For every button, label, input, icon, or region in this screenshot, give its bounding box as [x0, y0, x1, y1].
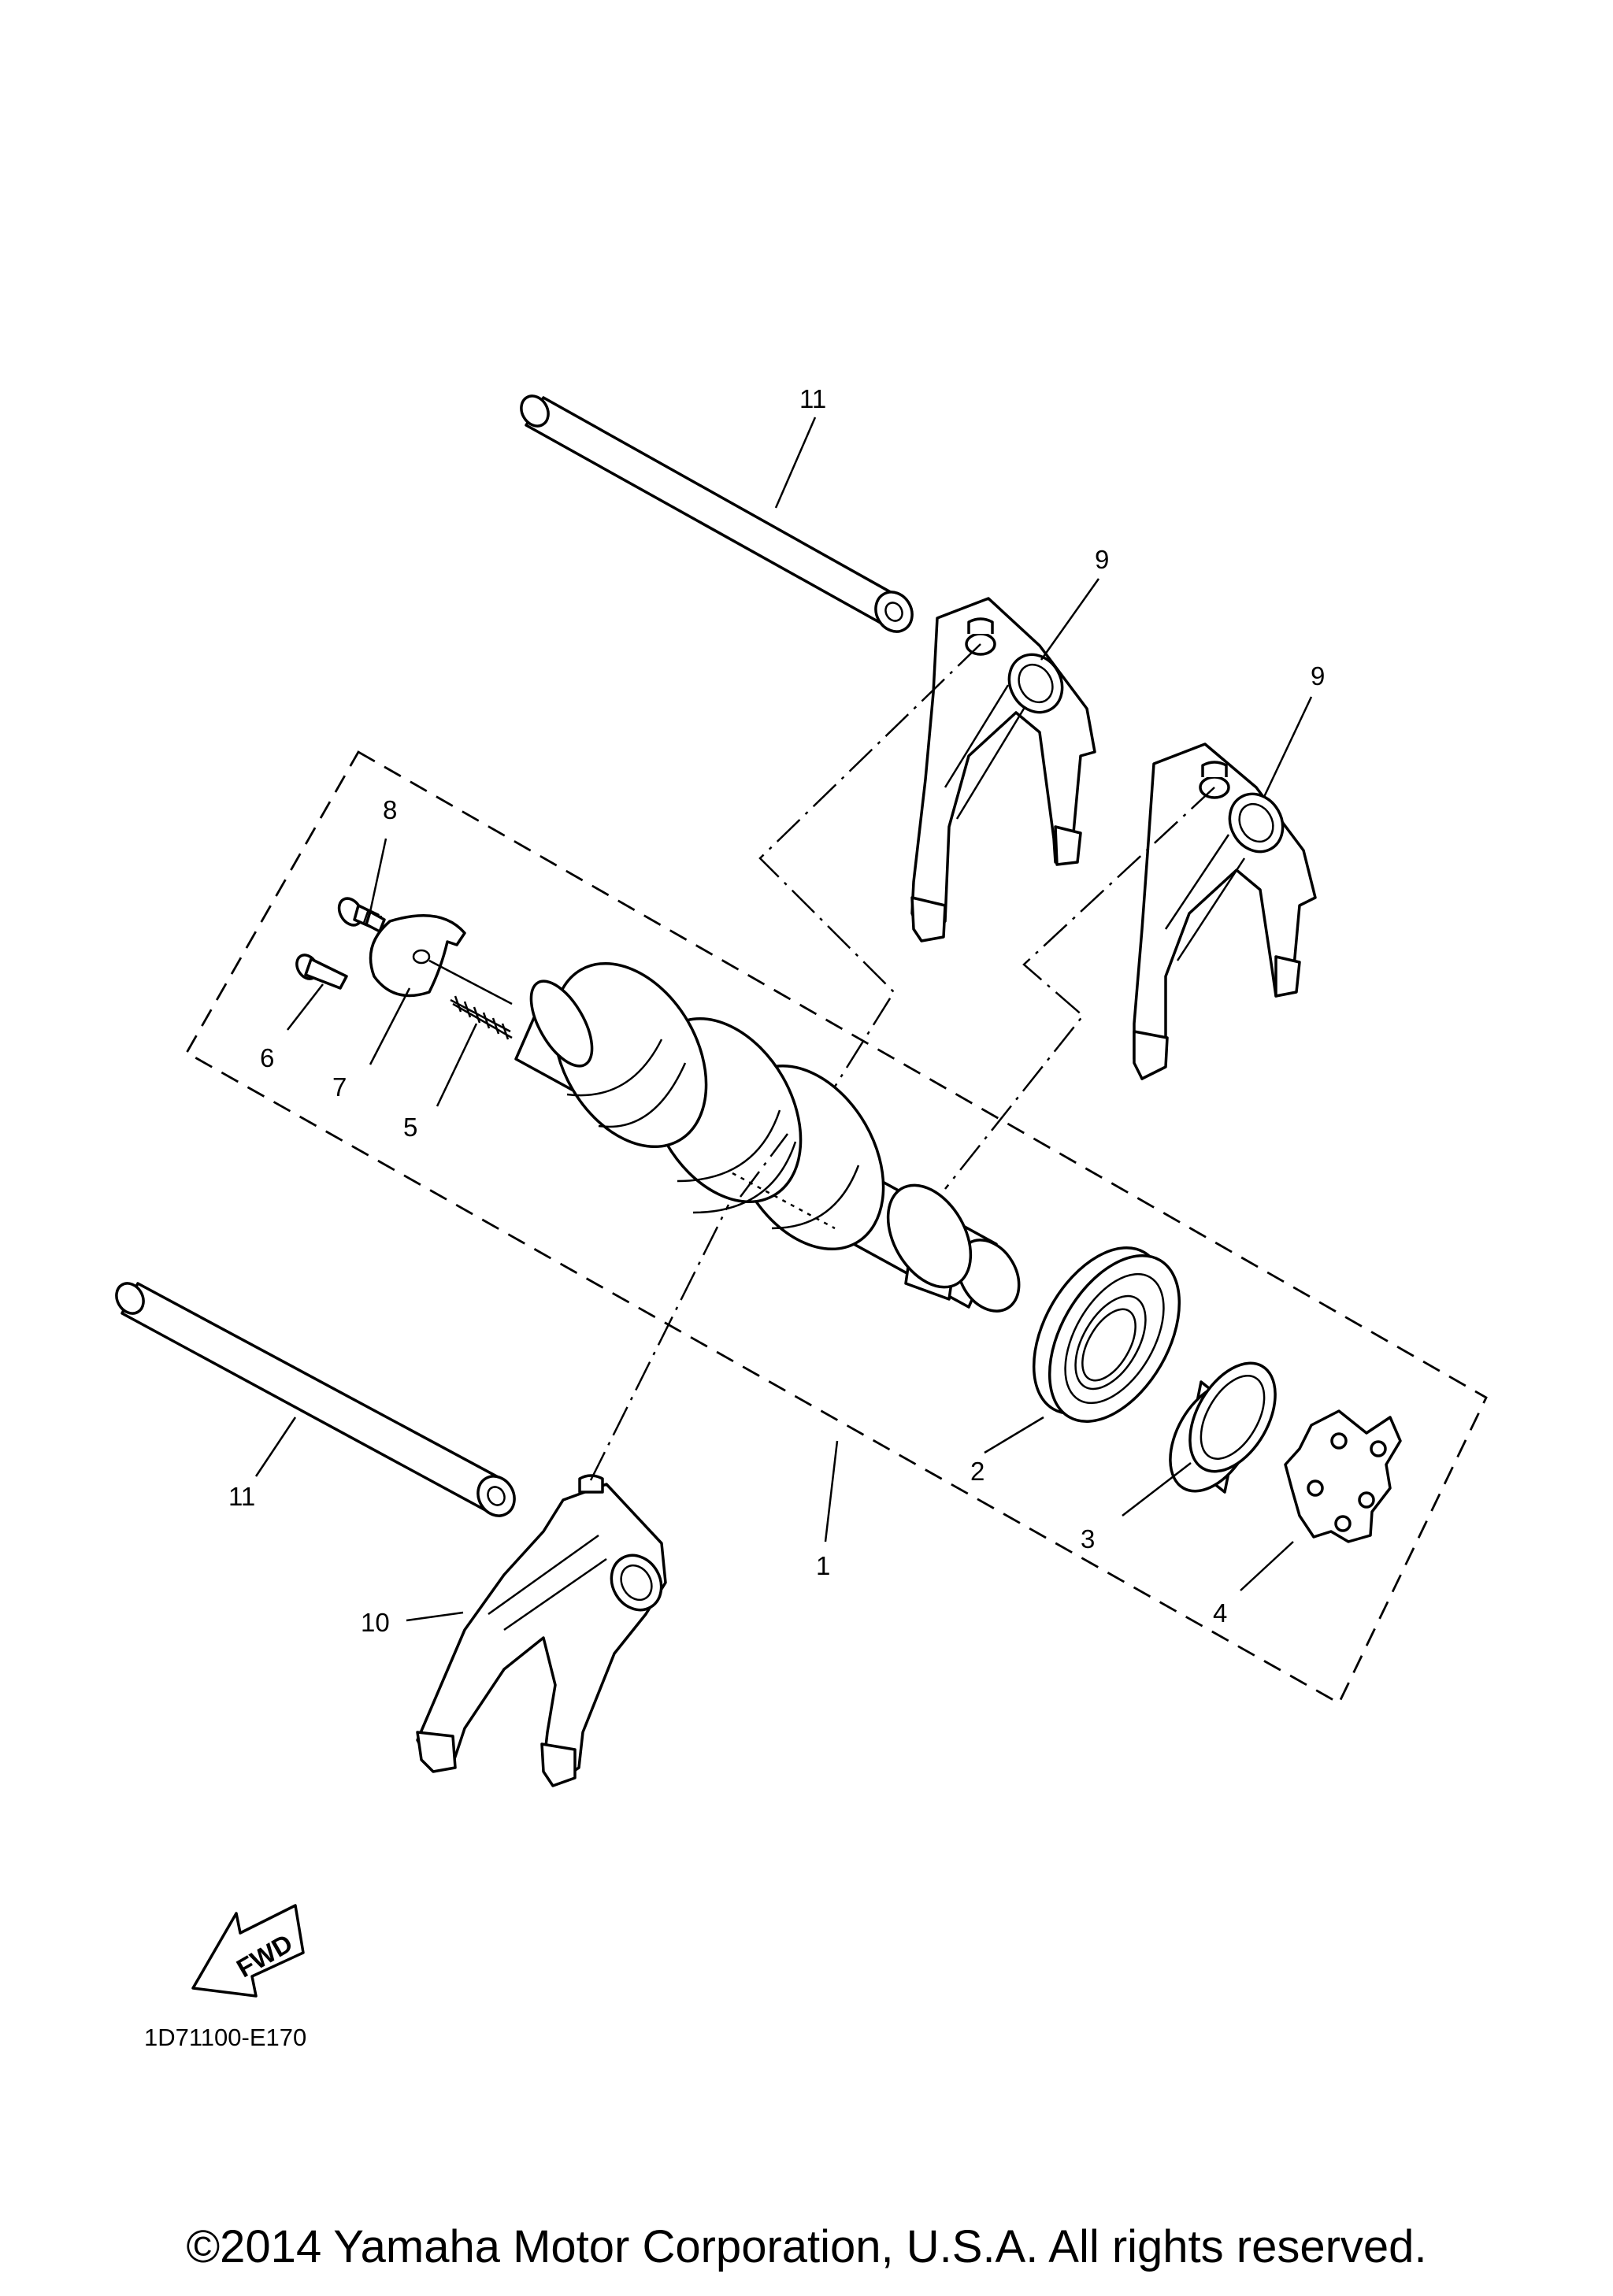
leader-1: [824, 1440, 839, 1542]
copyright-notice: ©2014 Yamaha Motor Corporation, U.S.A. A…: [186, 2221, 1427, 2272]
leader-11a: [774, 417, 817, 509]
screw-8: [337, 897, 386, 933]
callout-2: 2: [970, 1457, 984, 1486]
leader-11b: [254, 1416, 297, 1477]
leader-2: [984, 1416, 1044, 1454]
fork-centerline-3: [589, 1204, 730, 1481]
shift-fork-upper-2: [1133, 742, 1317, 1080]
diagram-code: 1D71100-E170: [144, 2024, 306, 2051]
collar: [1169, 1361, 1277, 1494]
leader-9a: [1040, 578, 1100, 661]
bearing: [1032, 1246, 1181, 1423]
screw-6: [295, 954, 348, 990]
fork-centerline-1: [758, 643, 981, 1087]
shift-rod-lower: [115, 1282, 516, 1517]
leader-8: [369, 838, 387, 913]
spring: [450, 995, 513, 1040]
fork-centerline-2: [944, 787, 1215, 1190]
leader-3: [1122, 1462, 1192, 1516]
shift-drum: [514, 961, 1021, 1313]
leader-7: [369, 987, 411, 1065]
callout-7: 7: [332, 1072, 347, 1102]
plate-7: [369, 913, 513, 1005]
segment: [1284, 1409, 1402, 1543]
callout-11a: 11: [799, 384, 826, 413]
callout-1: 1: [816, 1551, 830, 1580]
forward-arrow-icon: FWD: [191, 1904, 305, 1998]
leader-4: [1240, 1541, 1294, 1591]
callout-6: 6: [260, 1043, 274, 1072]
callout-5: 5: [403, 1113, 417, 1142]
shift-fork-lower: [416, 1474, 667, 1787]
shift-fork-upper-1: [910, 597, 1096, 942]
leader-10: [406, 1611, 464, 1622]
callout-9a: 9: [1095, 545, 1109, 574]
leader-6: [287, 983, 324, 1031]
callout-11b: 11: [228, 1482, 255, 1511]
shift-rod-upper: [520, 394, 914, 633]
callout-3: 3: [1081, 1524, 1095, 1554]
callout-4: 4: [1213, 1598, 1227, 1628]
callout-10: 10: [361, 1608, 390, 1637]
callout-8: 8: [383, 795, 397, 824]
fork-centerline-4: [740, 1133, 788, 1198]
leader-9b: [1263, 696, 1313, 798]
callout-9b: 9: [1311, 661, 1325, 691]
leader-5: [436, 1023, 478, 1107]
